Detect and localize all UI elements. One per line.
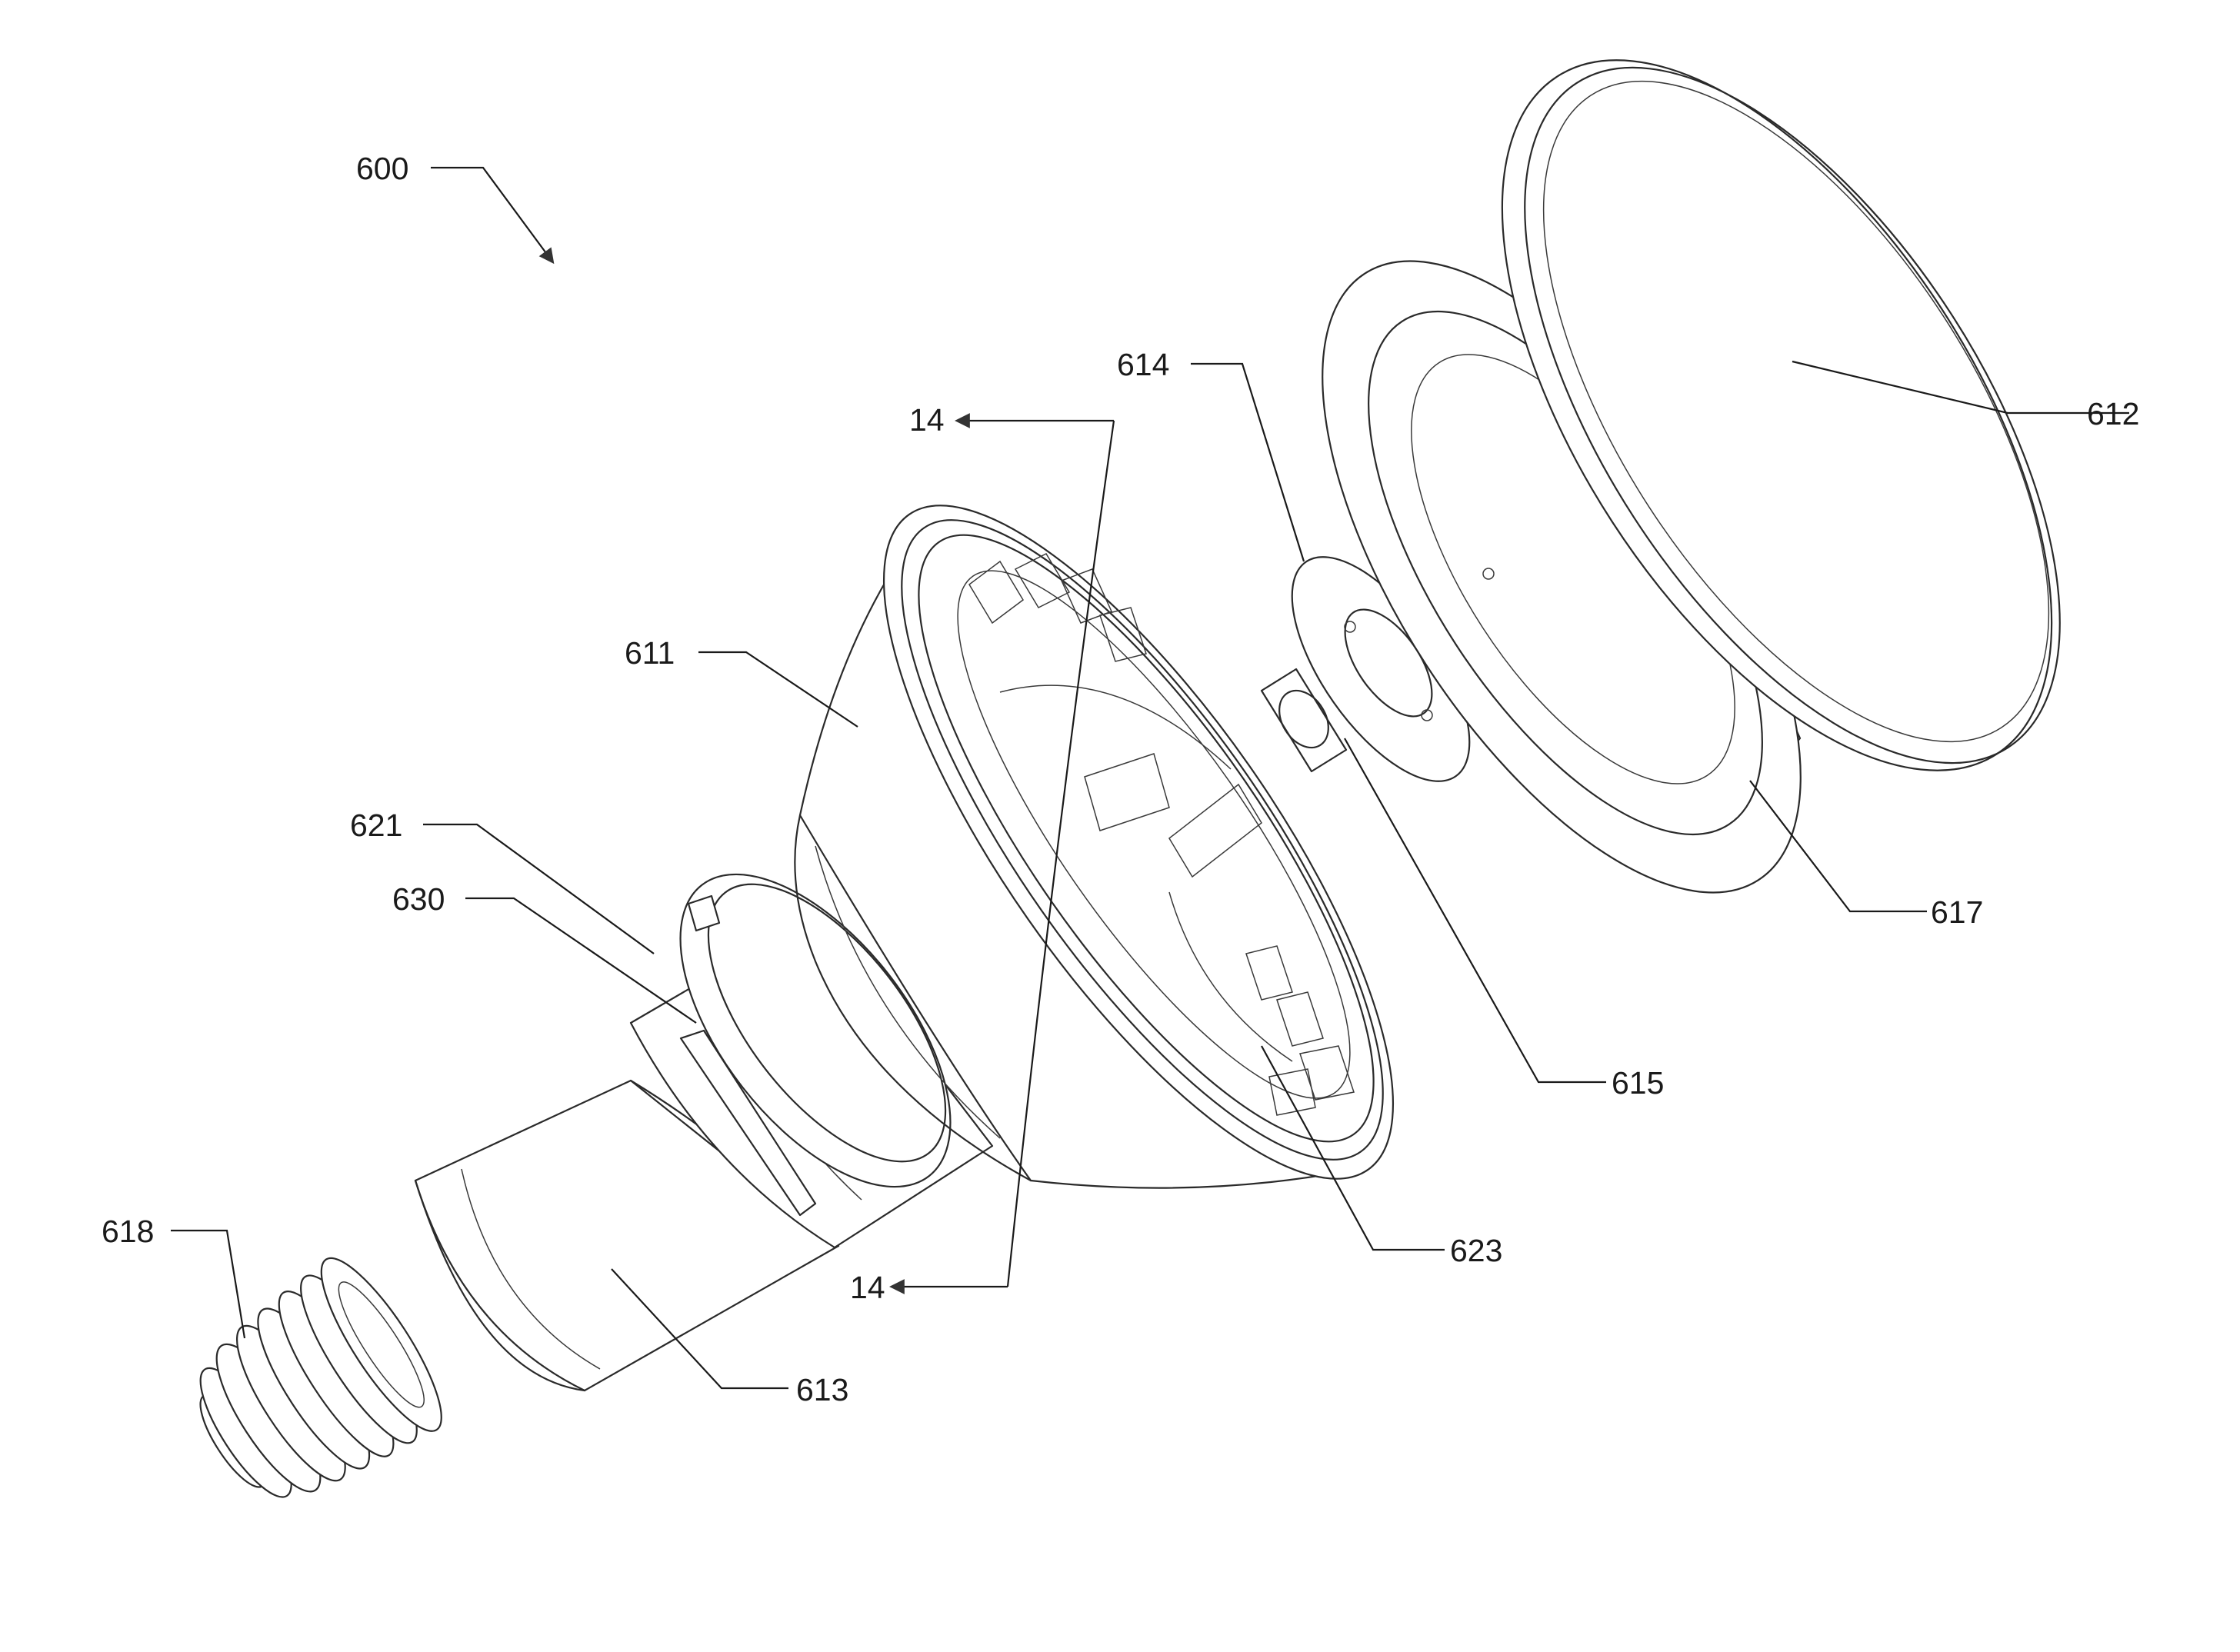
- label-14-top: 14: [909, 402, 945, 438]
- label-612: 612: [2087, 396, 2139, 431]
- label-14-bottom: 14: [850, 1270, 885, 1305]
- label-623: 623: [1450, 1233, 1502, 1268]
- label-617: 617: [1931, 894, 1983, 930]
- screw-base-618: [164, 1244, 460, 1535]
- label-614: 614: [1117, 347, 1169, 382]
- label-630: 630: [392, 881, 445, 917]
- label-613: 613: [796, 1372, 848, 1407]
- label-600: 600: [356, 151, 408, 186]
- label-615: 615: [1612, 1065, 1664, 1101]
- label-618: 618: [102, 1214, 154, 1249]
- label-621: 621: [350, 808, 402, 843]
- label-611: 611: [625, 635, 675, 671]
